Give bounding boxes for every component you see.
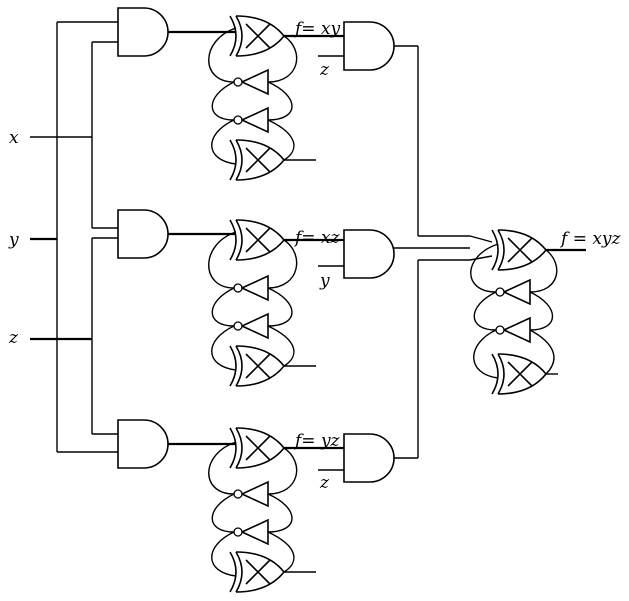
and-gate-bottom-2 — [343, 433, 395, 483]
inverter-bottom-1 — [233, 481, 269, 507]
and-gate-bottom — [117, 419, 169, 469]
inverter-final-2 — [495, 317, 531, 343]
inverter-bottom-2 — [233, 519, 269, 545]
collector-wires — [417, 46, 470, 458]
xor-gate-top-1 — [229, 15, 285, 57]
xor-gate-middle-1 — [229, 219, 285, 261]
inverter-top-1 — [233, 69, 269, 95]
output-label-top: f= xy — [293, 19, 341, 39]
xor-gate-final-1 — [491, 229, 547, 271]
output-label-final: f = xyz — [559, 229, 622, 249]
inverter-final-1 — [495, 279, 531, 305]
inverter-middle-2 — [233, 313, 269, 339]
and-gate-middle — [117, 209, 169, 259]
input-z-label: z — [8, 328, 19, 348]
row-top — [117, 7, 418, 181]
row-bottom — [117, 419, 418, 593]
and-gate-middle-2 — [343, 229, 395, 279]
xor-gate-bottom-1 — [229, 427, 285, 469]
output-label-bottom: f= yz — [293, 431, 341, 451]
inverter-top-2 — [233, 107, 269, 133]
side-input-bottom-label: z — [319, 473, 330, 493]
input-buses — [30, 21, 118, 453]
row-middle — [117, 209, 470, 387]
input-x-label: x — [9, 128, 19, 148]
output-label-middle: f= xz — [293, 228, 341, 248]
final-stage — [469, 229, 586, 395]
inverter-middle-1 — [233, 275, 269, 301]
and-gate-top-2 — [343, 21, 395, 71]
xor-gate-middle-2 — [229, 345, 285, 387]
side-input-top-label: z — [319, 60, 330, 80]
and-gate-top — [117, 7, 169, 57]
xor-gate-bottom-2 — [229, 551, 285, 593]
side-input-middle-label: y — [319, 271, 330, 291]
xor-gate-final-2 — [491, 353, 547, 395]
xor-gate-top-2 — [229, 139, 285, 181]
input-y-label: y — [8, 230, 19, 250]
